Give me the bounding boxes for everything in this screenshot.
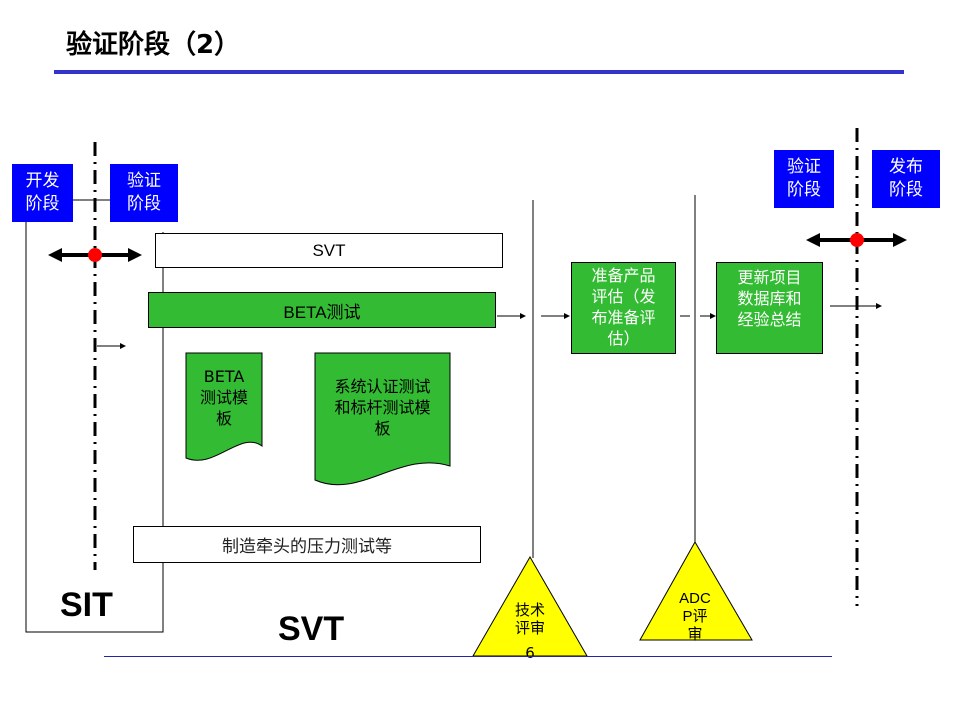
manufacturing-bar-label: 制造牵头的压力测试等 [222,537,392,557]
beta-test-bar-label: BETA测试 [283,302,361,322]
phase-box-verify-left-label: 验证 阶段 [127,171,161,214]
adcp-review-triangle [639,540,753,641]
tech-review-label: 技术 评审 [514,601,545,637]
beta-test-bar: BETA测试 [148,292,496,328]
bottom-rule [104,656,832,657]
system-cert-label: 系统认证测试 和标杆测试模 板 [334,377,431,438]
phase-box-dev-left-label: 开发 阶段 [25,171,60,214]
beta-template-doc [185,352,263,461]
sit-label: SIT [60,586,113,624]
phase-box-verify-left: 验证 阶段 [110,164,178,222]
svt-bar: SVT [155,233,503,268]
left-milestone-marker [88,248,102,262]
svt-region-label: SVT [278,610,345,648]
page-title: 验证阶段（2） [66,30,241,60]
update-db-label: 更新项目 数据库和 经验总结 [737,268,802,329]
system-cert-doc [314,352,451,486]
phase-box-verify-right: 验证 阶段 [774,150,834,208]
right-arrowhead-right [893,233,907,247]
phase-box-dev-left: 开发 阶段 [12,164,73,222]
update-db-box: 更新项目 数据库和 经验总结 [716,262,823,354]
adcp-review-label: ADC P评 审 [679,590,711,643]
svt-bar-label: SVT [312,240,346,260]
title-underline [54,70,904,74]
tech-review-number: 6 [525,644,535,662]
left-arrowhead-right [128,248,142,262]
prepare-eval-box: 准备产品 评估（发 布准备评 估） [571,262,676,354]
phase-box-release-right-label: 发布 阶段 [889,157,923,200]
manufacturing-bar: 制造牵头的压力测试等 [133,526,481,563]
prepare-eval-label: 准备产品 评估（发 布准备评 估） [591,266,656,348]
left-arrowhead-left [48,248,62,262]
phase-box-release-right: 发布 阶段 [872,150,940,208]
phase-box-verify-right-label: 验证 阶段 [787,157,821,200]
right-arrowhead-left [806,233,820,247]
sit-region-outline [25,222,164,633]
right-milestone-marker [850,233,864,247]
beta-template-label: BETA 测试模 板 [199,367,248,428]
